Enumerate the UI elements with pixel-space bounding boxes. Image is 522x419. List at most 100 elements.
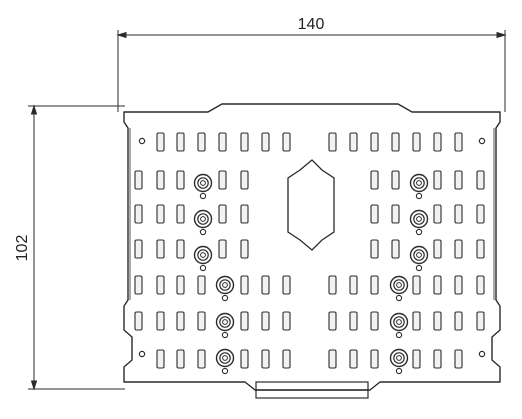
slot bbox=[134, 239, 143, 259]
slot bbox=[349, 275, 358, 295]
slot bbox=[328, 275, 337, 295]
slot bbox=[134, 275, 143, 295]
slot-group bbox=[134, 132, 486, 369]
slot bbox=[197, 349, 206, 369]
plate-inner-edge bbox=[129, 128, 495, 300]
mounting-hole bbox=[409, 209, 429, 236]
slot bbox=[391, 132, 400, 152]
slot bbox=[282, 349, 291, 369]
corner-hole bbox=[478, 137, 486, 145]
slot bbox=[282, 311, 291, 331]
mounting-hole bbox=[389, 312, 409, 339]
slot bbox=[454, 311, 463, 331]
slot bbox=[391, 204, 400, 224]
slot bbox=[156, 170, 165, 190]
center-cutout bbox=[287, 159, 335, 251]
slot bbox=[240, 170, 249, 190]
slot bbox=[412, 132, 421, 152]
slot bbox=[261, 349, 270, 369]
mounting-hole bbox=[409, 245, 429, 272]
slot bbox=[261, 311, 270, 331]
slot bbox=[328, 349, 337, 369]
mounting-hole bbox=[409, 173, 429, 200]
slot bbox=[454, 204, 463, 224]
slot bbox=[240, 275, 249, 295]
slot bbox=[391, 239, 400, 259]
slot bbox=[476, 204, 485, 224]
slot bbox=[370, 204, 379, 224]
slot bbox=[328, 311, 337, 331]
slot bbox=[218, 204, 227, 224]
slot bbox=[197, 311, 206, 331]
slot bbox=[454, 275, 463, 295]
corner-hole bbox=[138, 350, 146, 358]
width-arrow-right bbox=[496, 31, 507, 39]
slot bbox=[370, 311, 379, 331]
mounting-hole-group bbox=[193, 173, 429, 375]
slot bbox=[349, 349, 358, 369]
mounting-hole bbox=[215, 312, 235, 339]
slot bbox=[197, 132, 206, 152]
mounting-hole bbox=[389, 275, 409, 302]
slot bbox=[433, 132, 442, 152]
slot bbox=[134, 204, 143, 224]
slot bbox=[433, 204, 442, 224]
slot bbox=[156, 239, 165, 259]
slot bbox=[454, 239, 463, 259]
slot bbox=[218, 132, 227, 152]
slot bbox=[370, 275, 379, 295]
slot bbox=[454, 132, 463, 152]
slot bbox=[476, 170, 485, 190]
height-arrow-bottom bbox=[30, 380, 38, 391]
slot bbox=[349, 132, 358, 152]
slot bbox=[433, 275, 442, 295]
slot bbox=[176, 204, 185, 224]
slot bbox=[476, 239, 485, 259]
slot bbox=[240, 239, 249, 259]
slot bbox=[218, 170, 227, 190]
slot bbox=[433, 349, 442, 369]
slot bbox=[261, 132, 270, 152]
slot bbox=[156, 275, 165, 295]
slot bbox=[349, 311, 358, 331]
slot bbox=[156, 132, 165, 152]
mounting-hole bbox=[215, 275, 235, 302]
slot bbox=[176, 275, 185, 295]
slot bbox=[454, 349, 463, 369]
slot bbox=[370, 132, 379, 152]
slot bbox=[156, 311, 165, 331]
slot bbox=[412, 311, 421, 331]
slot bbox=[433, 311, 442, 331]
slot bbox=[240, 132, 249, 152]
slot bbox=[370, 349, 379, 369]
width-dimension-label: 140 bbox=[298, 16, 325, 33]
slot bbox=[433, 239, 442, 259]
bottom-tab bbox=[255, 381, 369, 399]
slot bbox=[197, 275, 206, 295]
slot bbox=[218, 239, 227, 259]
slot bbox=[370, 239, 379, 259]
slot bbox=[176, 349, 185, 369]
slot bbox=[433, 170, 442, 190]
mounting-hole bbox=[389, 348, 409, 375]
height-arrow-top bbox=[30, 104, 38, 115]
slot bbox=[176, 170, 185, 190]
slot bbox=[240, 311, 249, 331]
height-dimension bbox=[28, 104, 125, 391]
mounting-hole bbox=[193, 245, 213, 272]
mounting-hole bbox=[215, 348, 235, 375]
corner-hole bbox=[138, 137, 146, 145]
slot bbox=[476, 275, 485, 295]
slot bbox=[240, 204, 249, 224]
slot bbox=[240, 349, 249, 369]
slot bbox=[134, 311, 143, 331]
slot bbox=[156, 349, 165, 369]
corner-hole bbox=[478, 350, 486, 358]
slot bbox=[176, 311, 185, 331]
slot bbox=[176, 132, 185, 152]
slot bbox=[412, 349, 421, 369]
slot bbox=[282, 275, 291, 295]
width-arrow-left bbox=[116, 31, 127, 39]
slot bbox=[328, 132, 337, 152]
